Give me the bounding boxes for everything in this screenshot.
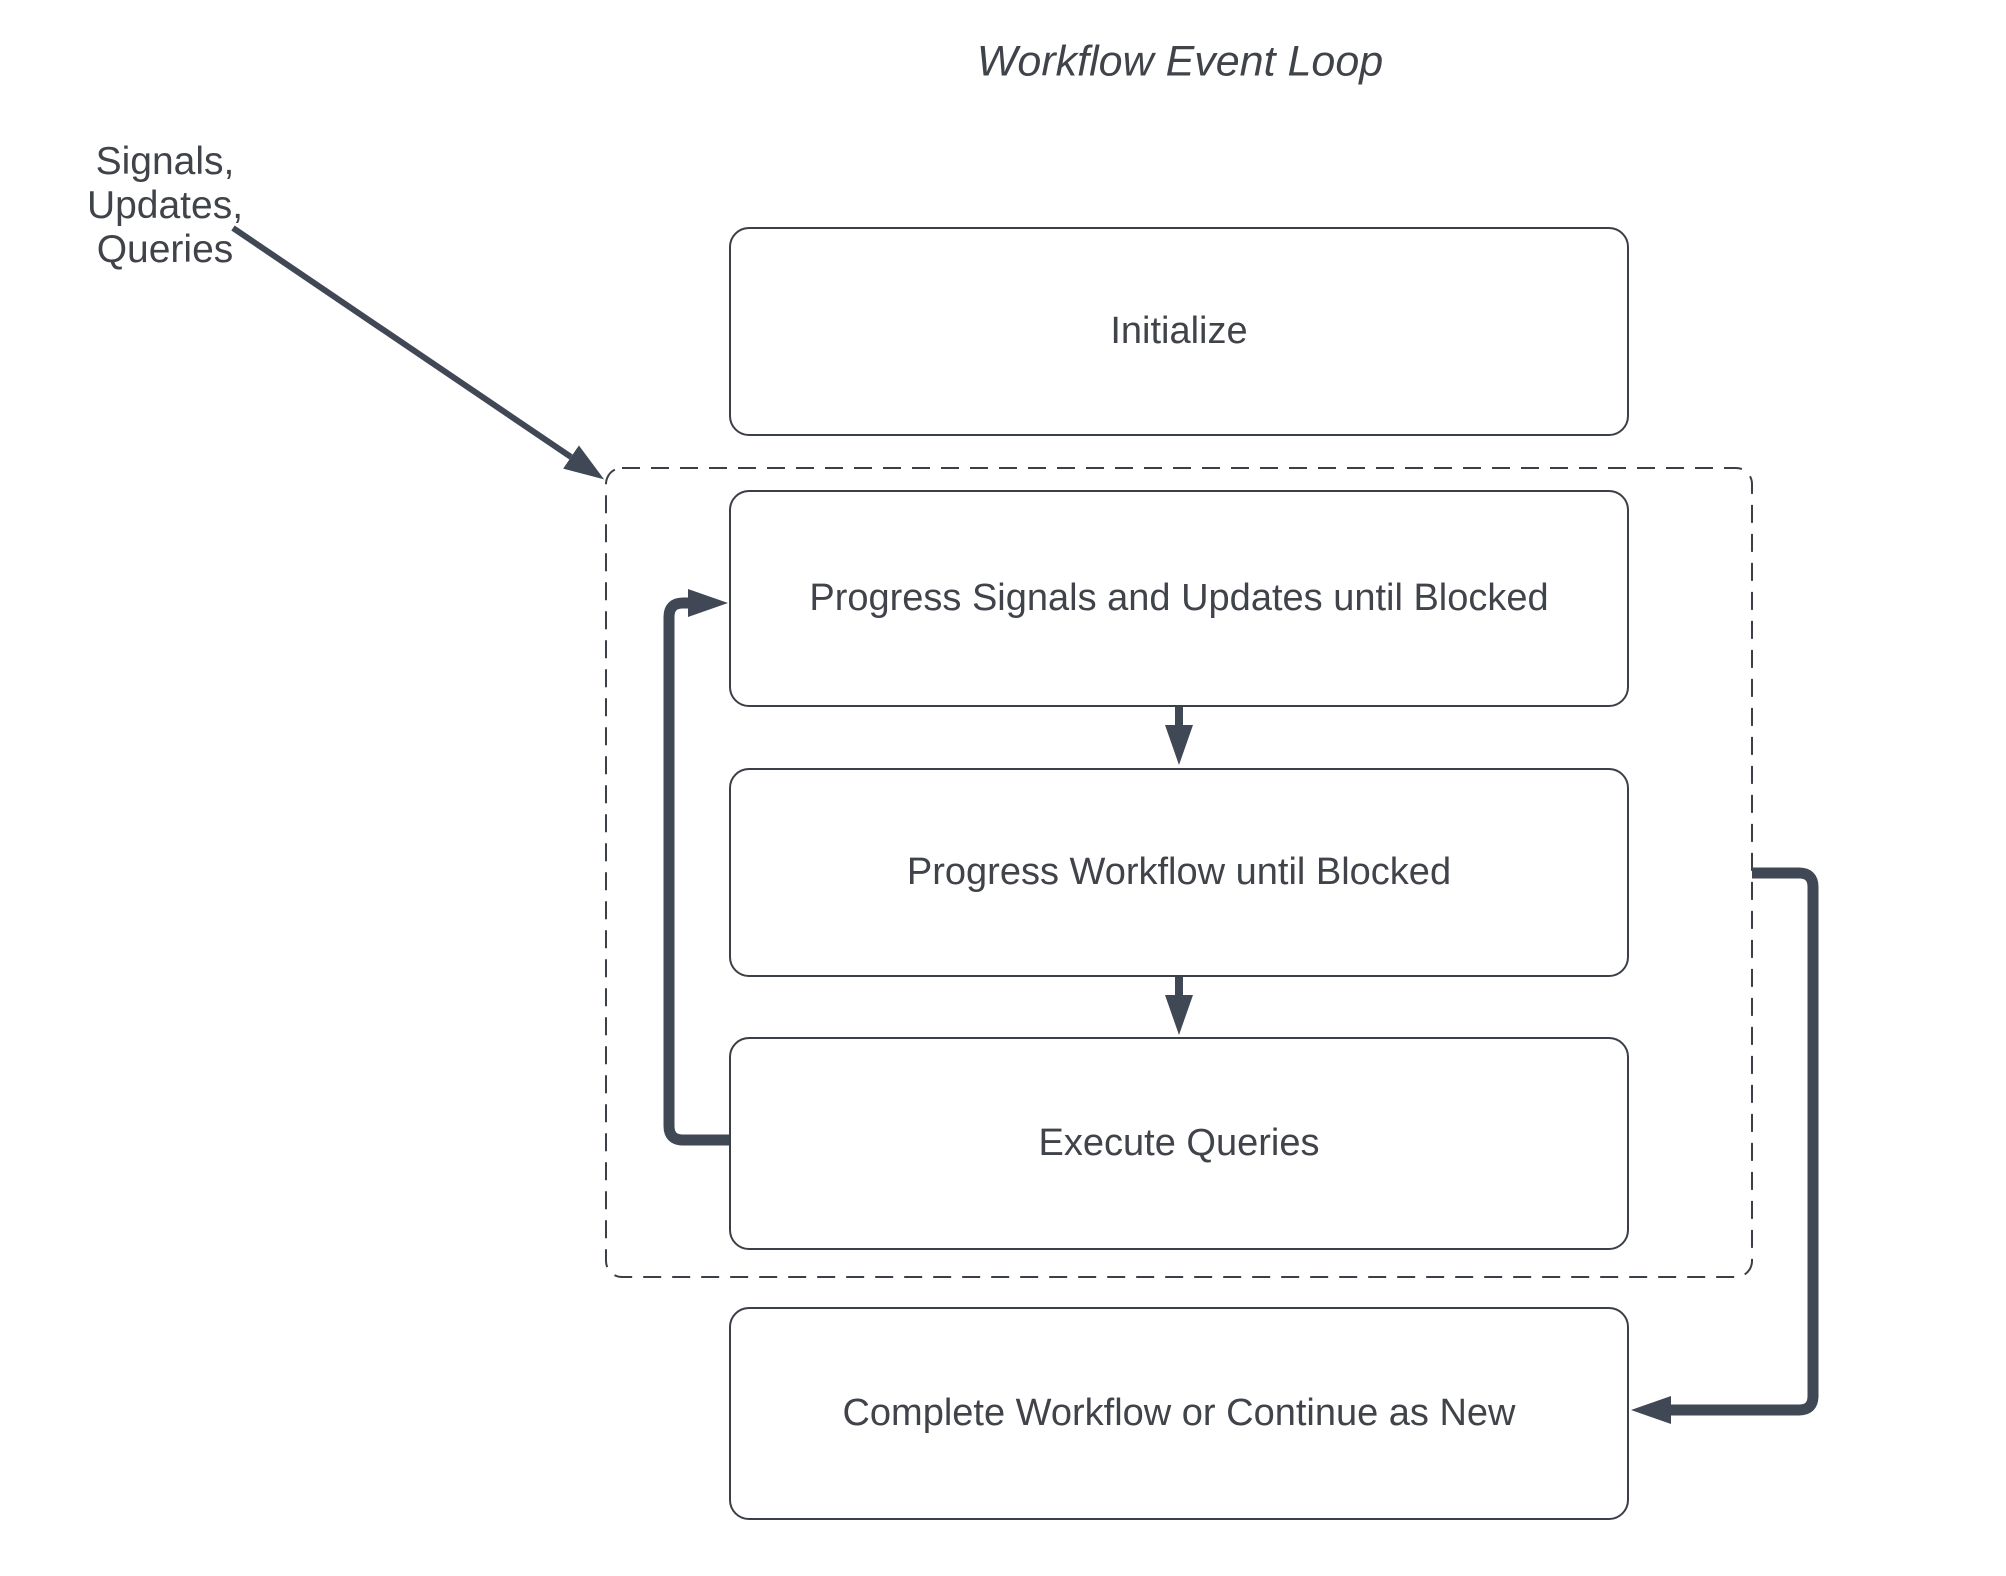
node-progress-signals-and-updates: Progress Signals and Updates until Block… — [729, 490, 1629, 707]
node-initialize: Initialize — [729, 227, 1629, 436]
signals-updates-queries-label-line1: Signals, Updates, — [86, 140, 244, 227]
arrow-loop-to-complete-workflow — [1631, 867, 1819, 1424]
signals-updates-queries-label: Signals, Updates, Queries — [20, 140, 310, 272]
signals-updates-queries-label-line2: Queries — [96, 228, 234, 271]
event-loop-boundary — [605, 467, 1753, 1278]
node-execute-queries: Execute Queries — [729, 1037, 1629, 1250]
diagram-title: Workflow Event Loop — [976, 37, 1384, 86]
node-complete-workflow: Complete Workflow or Continue as New — [729, 1307, 1629, 1520]
arrow-execute-queries-to-progress-signals — [663, 589, 730, 1146]
external-events-arrow — [231, 225, 605, 480]
node-progress-workflow: Progress Workflow until Blocked — [729, 768, 1629, 977]
